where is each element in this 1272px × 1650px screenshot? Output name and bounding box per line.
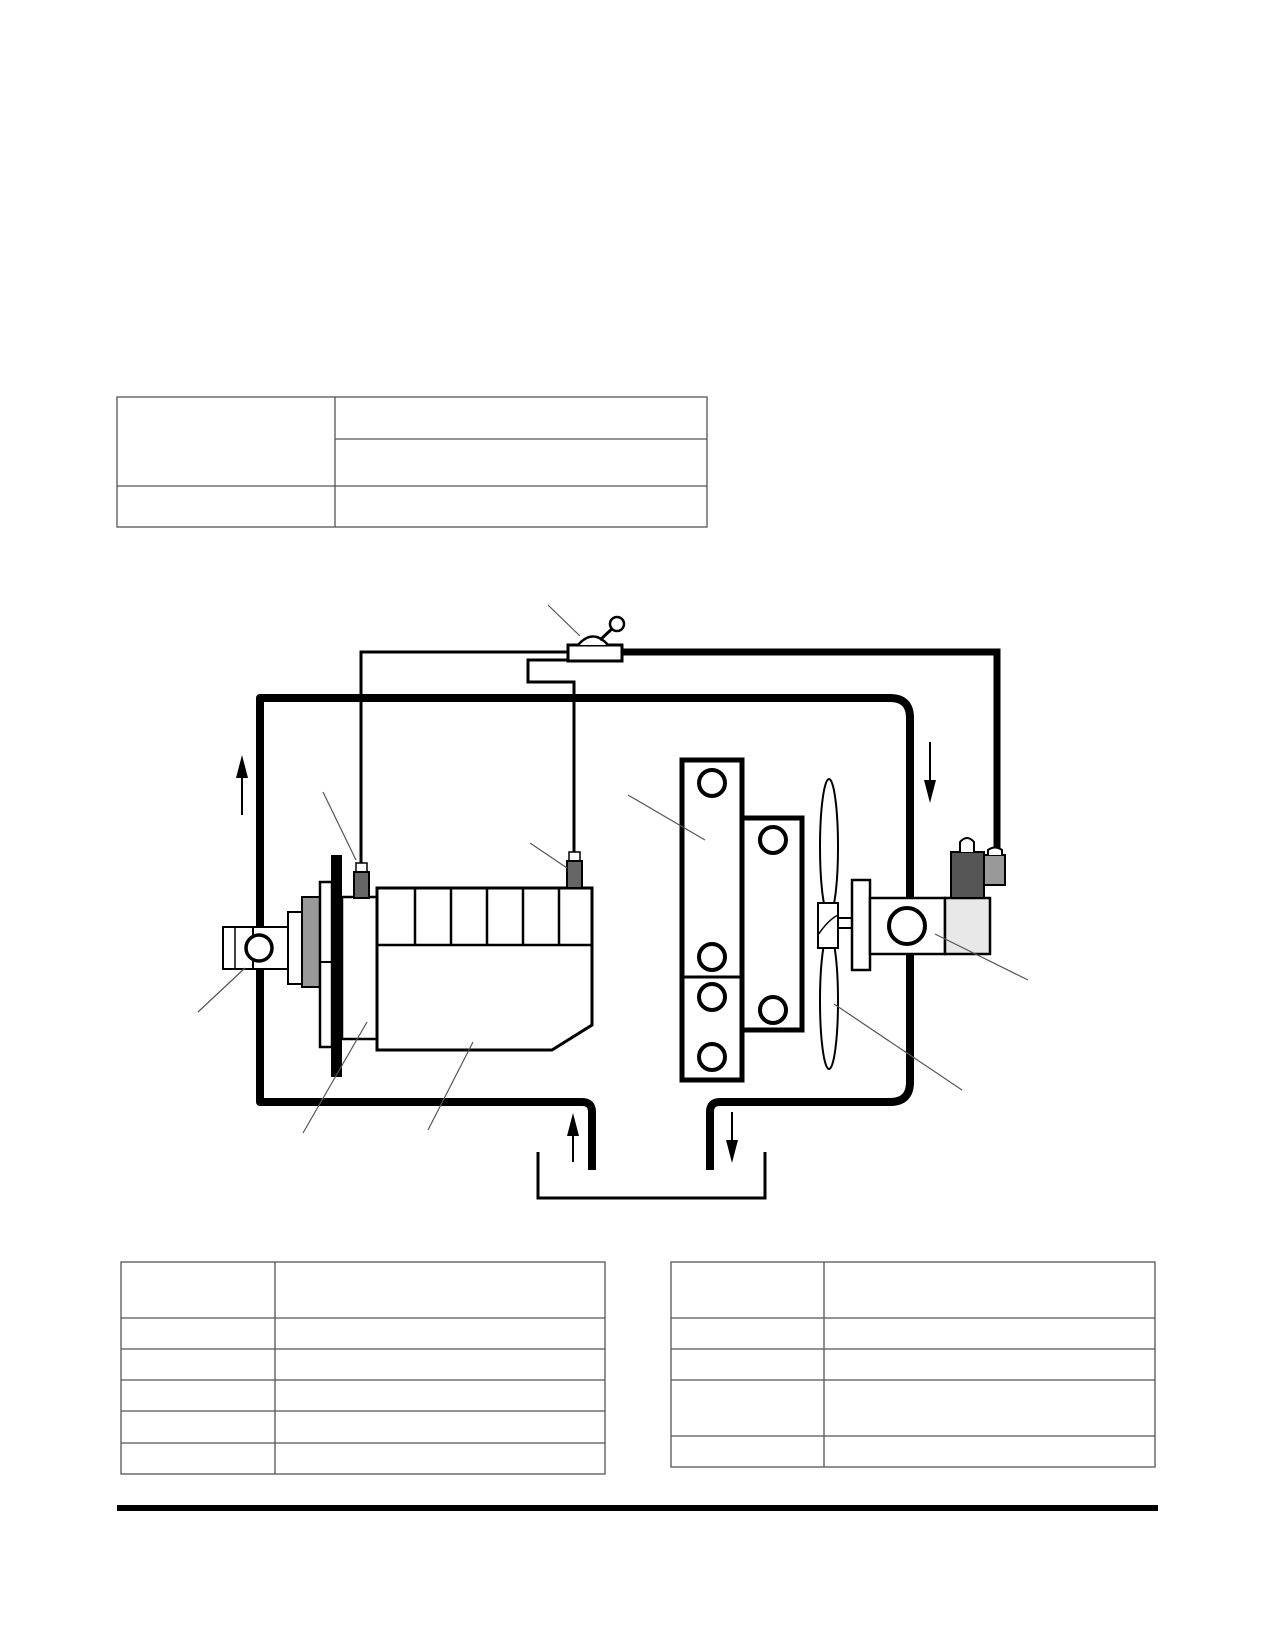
engine-block [375, 886, 594, 1052]
flow-arrow-up-inlet [567, 1113, 579, 1162]
leader-line-left-pump [197, 967, 246, 1013]
leader-line-sensor-left [322, 791, 357, 861]
cooling-system-diagram [197, 604, 1029, 1200]
enclosure-loop [256, 694, 914, 1170]
top-table [116, 396, 708, 528]
sensor-right [566, 851, 583, 889]
bottom-left-table-frame [120, 1261, 606, 1475]
flow-arrow-down-right [924, 742, 936, 803]
leader-line-radiator [627, 794, 706, 841]
bottom-right-table-frame [670, 1261, 1156, 1468]
flow-arrow-up-left [236, 755, 248, 815]
leader-line-flywheel [302, 1021, 368, 1134]
fan-assembly [817, 778, 872, 1070]
control-wire-right [622, 648, 1001, 855]
toggle-switch-knob [608, 615, 626, 633]
flow-arrow-down-outlet [726, 1112, 738, 1163]
leader-line-fan [833, 1003, 963, 1091]
leader-line-switch [547, 604, 581, 637]
control-wire-center [526, 658, 576, 868]
bottom-left-table [120, 1261, 606, 1475]
leader-line-engine [427, 1041, 474, 1131]
leader-lines [197, 604, 1029, 1134]
right-valve-assembly [868, 837, 1006, 956]
bottom-right-table [670, 1261, 1156, 1468]
leader-line-valve [934, 933, 1029, 981]
footer-rule [117, 1505, 1158, 1511]
leader-line-sensor-right [529, 842, 568, 869]
toggle-switch-body [566, 643, 624, 663]
radiator-assembly [679, 757, 805, 1083]
control-wire-left [359, 650, 568, 868]
left-pump-assembly [222, 855, 379, 1077]
top-table-frame [116, 396, 708, 528]
sump-tray [536, 1152, 767, 1200]
sensor-left [353, 862, 370, 899]
